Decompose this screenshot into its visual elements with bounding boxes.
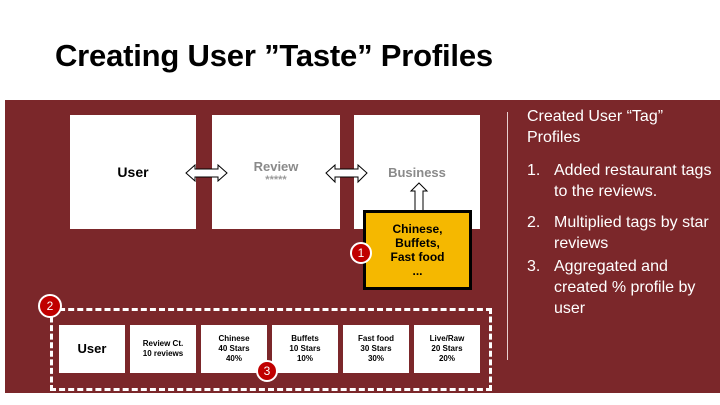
tag-line: Buffets,	[395, 236, 440, 250]
review-stars: *****	[265, 173, 287, 186]
profile-cell-fast-food: Fast food 30 Stars 30%	[343, 325, 409, 373]
tag-line: Fast food	[390, 250, 445, 264]
profile-cell-live-raw: Live/Raw 20 Stars 20%	[414, 325, 480, 373]
user-box: User	[70, 115, 196, 229]
cell-line: Live/Raw	[429, 334, 465, 343]
step-number: 2.	[527, 214, 541, 231]
slide-title: Creating User ”Taste” Profiles	[55, 38, 493, 73]
cell-line: 40%	[225, 354, 242, 363]
business-box-label: Business	[388, 165, 446, 180]
cell-line: 40 Stars	[218, 344, 250, 353]
cell-line: 10 reviews	[142, 349, 184, 358]
step-number: 3.	[527, 258, 541, 275]
profile-cell-buffets: Buffets 10 Stars 10%	[272, 325, 338, 373]
cell-line: 30%	[367, 354, 384, 363]
cell-line: 20 Stars	[431, 344, 463, 353]
tag-line: ...	[412, 264, 423, 278]
step-item: 3. Aggregated and created % profile by u…	[527, 256, 717, 319]
cell-line: Chinese	[218, 334, 250, 343]
step-badge-3: 3	[256, 360, 278, 382]
profile-cell-review-count: Review Ct. 10 reviews	[130, 325, 196, 373]
step-text: Multiplied tags by star reviews	[554, 214, 709, 252]
step-text: Aggregated and created % profile by user	[554, 258, 696, 317]
profile-cell-chinese: Chinese 40 Stars 40%	[201, 325, 267, 373]
cell-line: 20%	[438, 354, 455, 363]
step-number: 1.	[527, 162, 541, 179]
tag-line: Chinese,	[392, 222, 443, 236]
user-box-label: User	[117, 164, 149, 180]
cell-line: 10%	[296, 354, 313, 363]
restaurant-tags-box: Chinese, Buffets, Fast food ...	[363, 210, 472, 290]
steps-heading: Created User “Tag” Profiles	[527, 108, 664, 146]
step-text: Added restaurant tags to the reviews.	[554, 162, 712, 200]
profile-user-cell: User	[59, 325, 125, 373]
step-item: 2. Multiplied tags by star reviews	[527, 212, 717, 254]
cell-line: 10 Stars	[289, 344, 321, 353]
cell-line: Review Ct.	[142, 339, 184, 348]
step-badge-1: 1	[350, 242, 372, 264]
profile-user-label: User	[77, 341, 107, 356]
cell-line: Fast food	[358, 334, 394, 343]
step-badge-2: 2	[38, 294, 62, 318]
step-item: 1. Added restaurant tags to the reviews.	[527, 160, 717, 202]
profile-dashed-frame	[50, 308, 492, 391]
cell-line: 30 Stars	[360, 344, 392, 353]
review-box-label: Review	[253, 158, 299, 174]
steps-panel: Created User “Tag” Profiles 1. Added res…	[527, 106, 717, 319]
review-box: Review *****	[212, 115, 340, 229]
panel-divider	[507, 112, 508, 360]
cell-line: Buffets	[291, 334, 319, 343]
